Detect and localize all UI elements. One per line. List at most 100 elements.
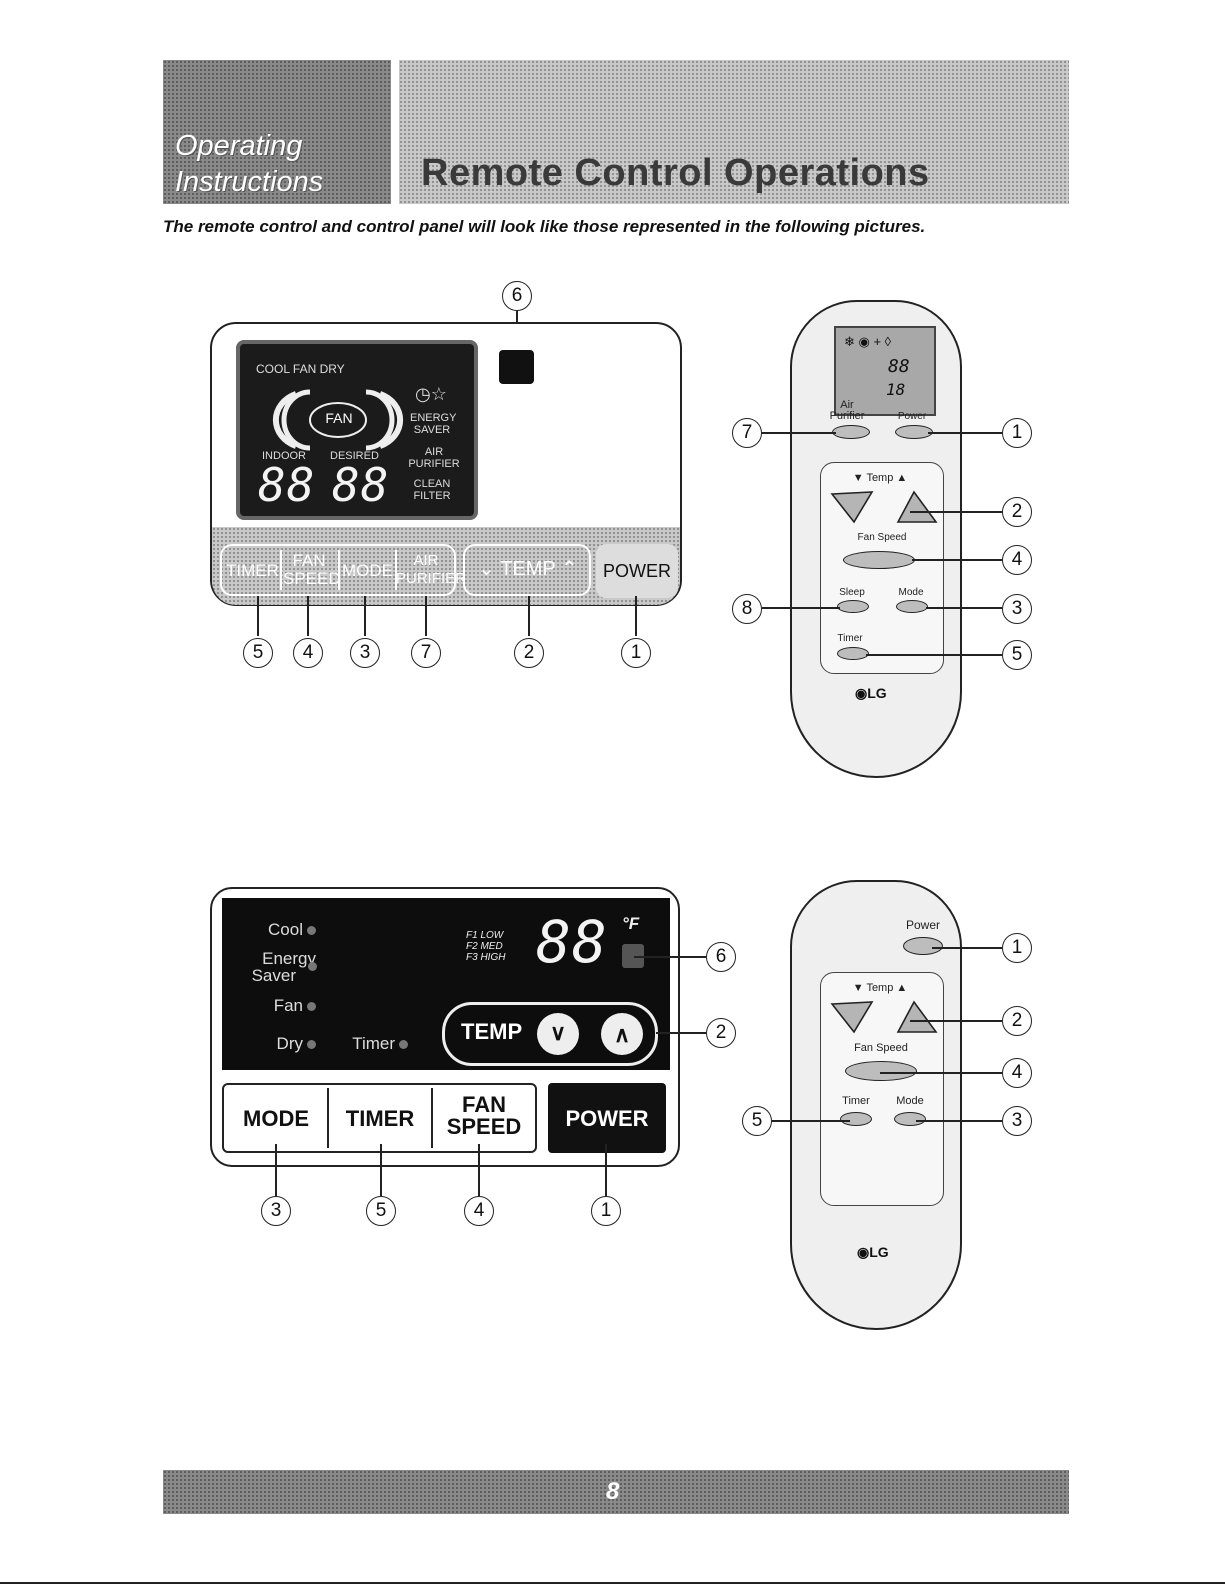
purifier-label: PURIFIER bbox=[408, 458, 460, 470]
desired-digits: 88 bbox=[332, 458, 390, 512]
remote-1-lcd: ❄ ◉ + ◊ 88 18 bbox=[834, 326, 936, 416]
filter-label: FILTER bbox=[413, 490, 451, 502]
callout-3: 3 bbox=[350, 638, 380, 668]
sensor-window bbox=[499, 350, 534, 384]
remote-2-mode-button[interactable] bbox=[894, 1112, 926, 1126]
remote-1-lcd-digits-2: 18 bbox=[886, 380, 906, 399]
indoor-digits: 88 bbox=[258, 458, 316, 512]
remote-1-temp-label: ▼ Temp ▲ bbox=[852, 472, 908, 484]
remote-1-sleep-label: Sleep bbox=[839, 587, 865, 598]
temp-down-button[interactable]: ∨ bbox=[537, 1013, 579, 1055]
clock-star-icon: ◷☆ bbox=[415, 384, 447, 404]
remote-1-fan-speed-label: Fan Speed bbox=[857, 532, 907, 543]
mode-button[interactable]: MODE bbox=[342, 561, 393, 580]
callout-1: 1 bbox=[621, 638, 651, 668]
timer-indicator: Timer bbox=[336, 1034, 408, 1054]
remote-2-timer-label: Timer bbox=[842, 1095, 870, 1107]
page-bottom-border bbox=[0, 1582, 1225, 1584]
remote-1-air-purifier-button[interactable] bbox=[832, 425, 870, 439]
timer-button[interactable]: TIMER bbox=[345, 1106, 415, 1131]
indoor-label: INDOOR bbox=[262, 450, 306, 462]
panel-2-temp-control: TEMP ∨ ∧ bbox=[442, 1002, 658, 1066]
fan-indicator: Fan bbox=[226, 996, 316, 1016]
intro-text: The remote control and control panel wil… bbox=[163, 217, 926, 236]
power-button[interactable]: POWER bbox=[548, 1083, 666, 1153]
fan-label: FAN bbox=[325, 410, 353, 426]
remote-1-lcd-digits: 88 bbox=[888, 356, 910, 377]
remote-1-brand: ◉LG bbox=[855, 685, 887, 701]
callout-2: 2 bbox=[514, 638, 544, 668]
remote-2-temp-buttons[interactable] bbox=[828, 998, 940, 1038]
callout-4: 4 bbox=[293, 638, 323, 668]
lg-logo-icon: ◉ bbox=[855, 685, 868, 701]
timer-button[interactable]: TIMER bbox=[226, 561, 279, 580]
remote-1-fan-speed-button[interactable] bbox=[843, 551, 915, 569]
desired-label: DESIRED bbox=[330, 450, 379, 462]
remote-2-callout-1: 1 bbox=[1002, 933, 1032, 963]
remote-1-timer-button[interactable] bbox=[837, 647, 869, 660]
remote-2-fan-speed-button[interactable] bbox=[845, 1061, 917, 1081]
remote-2-callout-2: 2 bbox=[1002, 1006, 1032, 1036]
remote-2-fan-speed-label: Fan Speed bbox=[854, 1042, 908, 1054]
mode-indicators: COOL FAN DRY bbox=[256, 362, 345, 376]
remote-2-callout-4: 4 bbox=[1002, 1058, 1032, 1088]
temp-button[interactable]: ⌄ TEMP ⌃ bbox=[463, 544, 591, 596]
panel-2-button-group bbox=[222, 1083, 537, 1153]
callout-6: 6 bbox=[502, 281, 532, 311]
panel-2-callout-5: 5 bbox=[366, 1196, 396, 1226]
remote-2-power-label: Power bbox=[905, 918, 940, 932]
remote-1-power-label: Power bbox=[897, 411, 927, 422]
energy-label: ENERGY bbox=[410, 412, 457, 424]
remote-2-callout-3: 3 bbox=[1002, 1106, 1032, 1136]
mode-icons: ❄ ◉ + ◊ bbox=[844, 334, 892, 349]
remote-2-mode-label: Mode bbox=[896, 1095, 924, 1107]
panel-2-digits: 88 bbox=[536, 908, 608, 976]
panel-2-callout-4: 4 bbox=[464, 1196, 494, 1226]
section-label-line1: Operating bbox=[175, 130, 303, 162]
callout-7: 7 bbox=[411, 638, 441, 668]
remote-2-timer-button[interactable] bbox=[840, 1112, 872, 1126]
saver-label: SAVER bbox=[413, 424, 451, 436]
page-title: Remote Control Operations bbox=[421, 152, 930, 194]
mode-button[interactable]: MODE bbox=[243, 1106, 309, 1131]
sensor-window bbox=[622, 944, 644, 968]
air-label: AIR bbox=[424, 446, 444, 458]
remote-1-callout-8: 8 bbox=[732, 594, 762, 624]
remote-1-callout-7: 7 bbox=[732, 418, 762, 448]
unit-label: °F bbox=[622, 914, 640, 933]
panel-2-callout-3: 3 bbox=[261, 1196, 291, 1226]
remote-1-sleep-button[interactable] bbox=[837, 600, 869, 613]
dry-indicator: Dry bbox=[226, 1034, 316, 1054]
panel-2-callout-6: 6 bbox=[706, 942, 736, 972]
cool-indicator: Cool bbox=[226, 920, 316, 940]
remote-1-callout-3: 3 bbox=[1002, 594, 1032, 624]
chevron-down-icon: ∨ bbox=[549, 1020, 567, 1045]
remote-1-timer-label: Timer bbox=[837, 633, 863, 644]
temp-up-button[interactable]: ∧ bbox=[601, 1013, 643, 1055]
chevron-up-icon: ∧ bbox=[613, 1022, 631, 1047]
remote-2-brand: ◉LG bbox=[857, 1244, 889, 1260]
power-button[interactable]: POWER bbox=[596, 544, 678, 598]
remote-1-mode-label: Mode bbox=[898, 587, 924, 598]
panel-1-display: COOL FAN DRY FAN ◷☆ ENERGY SAVER AIR PUR… bbox=[236, 340, 478, 520]
remote-2-power-button[interactable] bbox=[903, 937, 943, 955]
footer-bar: 8 bbox=[163, 1470, 1069, 1514]
page-number: 8 bbox=[606, 1478, 620, 1505]
remote-1-callout-2: 2 bbox=[1002, 497, 1032, 527]
remote-1-callout-1: 1 bbox=[1002, 418, 1032, 448]
title-banner: Remote Control Operations bbox=[399, 60, 1069, 204]
remote-1-temp-buttons[interactable] bbox=[828, 488, 940, 528]
clean-label: CLEAN bbox=[413, 478, 451, 490]
section-banner: Operating Instructions bbox=[163, 60, 391, 204]
lg-logo-icon: ◉ bbox=[857, 1244, 870, 1260]
remote-1-callout-5: 5 bbox=[1002, 640, 1032, 670]
temp-label: TEMP bbox=[461, 1019, 523, 1044]
remote-1-mode-button[interactable] bbox=[896, 600, 928, 613]
remote-1-callout-4: 4 bbox=[1002, 545, 1032, 575]
remote-2-callout-5: 5 bbox=[742, 1106, 772, 1136]
